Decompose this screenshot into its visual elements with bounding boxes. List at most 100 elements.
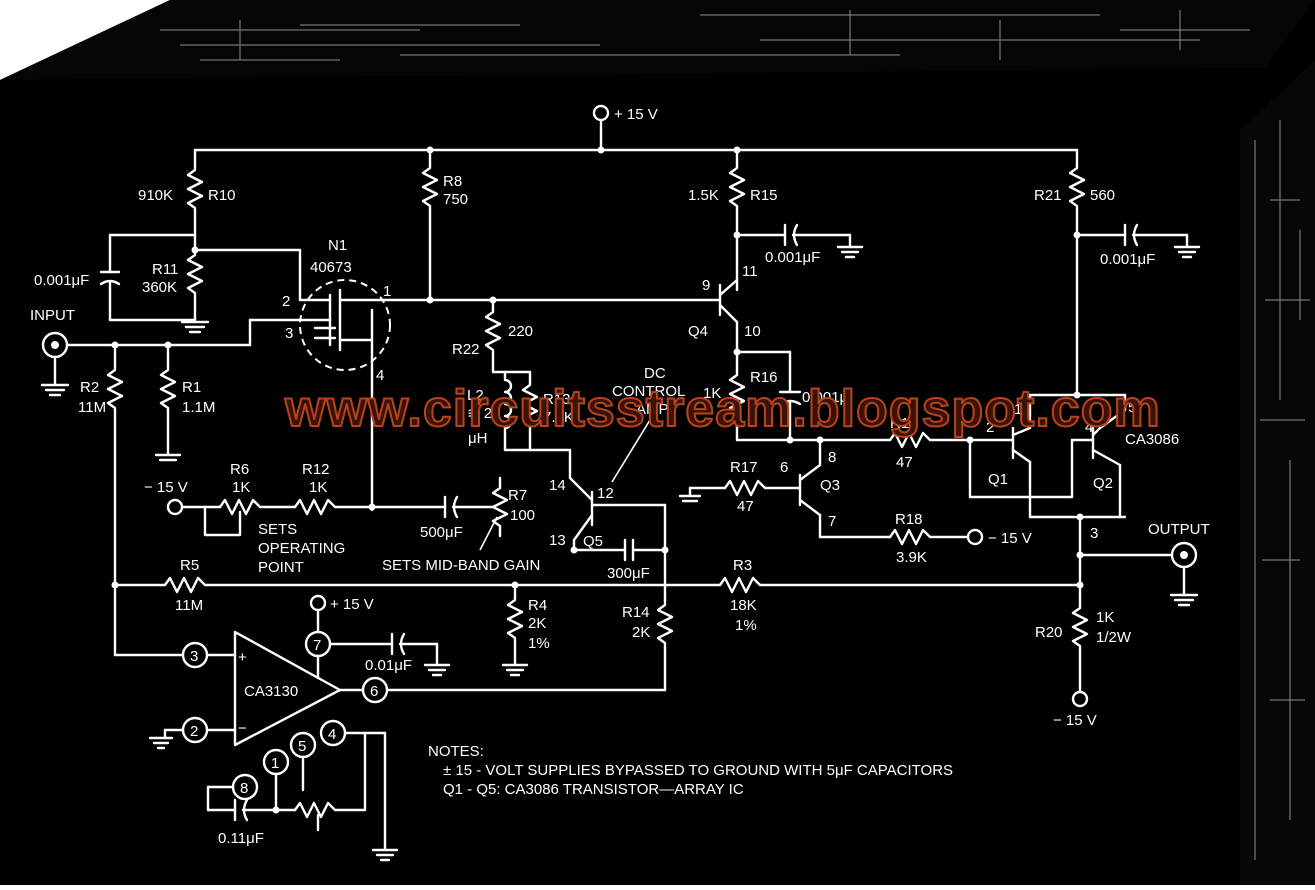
vplus-top-label: + 15 V — [614, 106, 658, 123]
c-r7-label: 500μF — [420, 524, 463, 541]
l2-approx: ≅ 25 — [467, 405, 500, 422]
top-supply-rail: + 15 V — [193, 104, 1079, 154]
q3-ref: Q3 — [820, 477, 840, 494]
r13-ref: R13 — [543, 391, 571, 408]
opamp-pin6: 6 — [370, 683, 378, 700]
q4-pin10: 10 — [744, 323, 761, 340]
resistor-r13: R13 7.5K — [503, 370, 594, 502]
r5-value: 11M — [175, 597, 203, 614]
opamp-pin2: 2 — [190, 723, 198, 740]
operating-label: OPERATING — [258, 540, 345, 557]
n1-pin3: 3 — [285, 325, 293, 342]
q3-pin6: 6 — [780, 459, 788, 476]
r2-ref: R2 — [80, 379, 99, 396]
r12-value: 1K — [309, 479, 327, 496]
r2-value: 11M — [78, 399, 106, 416]
r22-value: 220 — [508, 323, 533, 340]
r1-ref: R1 — [182, 379, 201, 396]
r11-ref: R11 — [152, 261, 178, 278]
opamp-minus: − — [238, 720, 247, 737]
opamp-ref: CA3130 — [244, 683, 298, 700]
opamp-ca3130: CA3130 + − 3 2 + 15 V 7 0.01μF 6 4 5 1 8 — [113, 583, 667, 862]
resistor-r8: R8 750 — [421, 148, 722, 304]
q4-ref: Q4 — [688, 323, 708, 340]
r4-tol: 1% — [528, 635, 550, 652]
resistor-r20: 1K 1/2W R20 − 15 V — [1035, 581, 1132, 729]
vminus-left: − 15 V — [144, 479, 188, 496]
resistor-r22: 220 R22 — [452, 298, 533, 374]
resistor-r10: 910K R10 — [138, 148, 236, 252]
r15-ref: R15 — [750, 187, 778, 204]
r16-value: 1K — [703, 385, 721, 402]
pin3: 3 — [1090, 525, 1098, 542]
r6-value: 1K — [232, 479, 250, 496]
n1-pin4: 4 — [376, 367, 384, 384]
r8-ref: R8 — [443, 173, 462, 190]
n1-ref: N1 — [328, 237, 347, 254]
c-r16-label: 0.001μ — [802, 389, 848, 406]
q5-pin12: 12 — [597, 485, 614, 502]
r1-value: 1.1M — [182, 399, 215, 416]
resistor-r16: 0.001μ R16 1K — [703, 348, 892, 444]
notes-line2: Q1 - Q5: CA3086 TRANSISTOR—ARRAY IC — [443, 781, 744, 798]
point-label: POINT — [258, 559, 304, 576]
inductor-l2: L2 ≅ 25 μH — [467, 370, 532, 452]
background-scribbles — [160, 10, 1310, 860]
transistor-q4: 9 11 10 Q4 — [688, 263, 761, 372]
c-q5-label: 300μF — [607, 565, 650, 582]
q1-pin2: 2 — [986, 419, 994, 436]
q2-ref: Q2 — [1093, 475, 1113, 492]
c-comp-label: 0.11μF — [218, 830, 264, 847]
r11-value: 360K — [142, 279, 177, 296]
c-opamp-label: 0.01μF — [365, 657, 412, 674]
resistor-r15: 1.5K R15 0.001μF — [688, 148, 864, 292]
r7-value: 100 — [510, 507, 535, 524]
resistor-r14: R14 2K — [622, 598, 674, 692]
opamp-pin3: 3 — [190, 648, 198, 665]
resistor-r1: R1 1.1M — [154, 343, 215, 462]
box-side-face — [1240, 60, 1315, 885]
input-label: INPUT — [30, 307, 75, 324]
resistor-r7: 500μF R7 100 SETS MID-BAND GAIN — [382, 476, 540, 574]
r22-ref: R22 — [452, 341, 480, 358]
opamp-pin1: 1 — [271, 755, 279, 772]
transistor-q3: 6 8 7 Q3 — [780, 438, 892, 539]
c-r21-label: 0.001μF — [1100, 251, 1155, 268]
vminus-bottom: − 15 V — [1053, 712, 1097, 729]
opamp-pin7: 7 — [313, 637, 321, 654]
r19-ref: R19 — [890, 415, 918, 432]
opamp-plus: + — [238, 649, 247, 666]
r21-ref: R21 — [1034, 187, 1062, 204]
input-connector: INPUT — [30, 307, 252, 397]
opamp-pin5: 5 — [298, 738, 306, 755]
control-label: CONTROL — [612, 383, 685, 400]
q3-pin8: 8 — [828, 449, 836, 466]
r3-value: 18K — [730, 597, 757, 614]
r4-value: 2K — [528, 615, 546, 632]
r16-ref: R16 — [750, 369, 778, 386]
sets-mid-band-gain: SETS MID-BAND GAIN — [382, 557, 540, 574]
r13-value: 7.5K — [543, 409, 574, 426]
q1-pin1: 1 — [1014, 401, 1022, 418]
l2-unit: μH — [468, 430, 487, 447]
r18-value: 3.9K — [896, 549, 927, 566]
vplus-opamp: + 15 V — [330, 596, 374, 613]
amp-label: AMP — [636, 401, 669, 418]
n1-part: 40673 — [310, 259, 352, 276]
r17-ref: R17 — [730, 459, 758, 476]
dc-control-amp-annotation: DC CONTROL AMP — [611, 365, 685, 483]
q2-pin5: 5 — [1128, 399, 1136, 416]
output-connector: OUTPUT — [1076, 521, 1210, 607]
resistor-r18: R18 3.9K − 15 V — [888, 511, 1032, 566]
n1-pin2: 2 — [282, 293, 290, 310]
q5-pin14: 14 — [549, 477, 566, 494]
r20-value: 1K — [1096, 609, 1114, 626]
opamp-pin4: 4 — [328, 726, 336, 743]
q4-pin9: 9 — [702, 277, 710, 294]
c-r11-label: 0.001μF — [34, 272, 89, 289]
mosfet-n1: N1 40673 2 3 1 4 — [248, 237, 432, 512]
resistor-r3: R3 18K 1% — [718, 557, 1082, 634]
